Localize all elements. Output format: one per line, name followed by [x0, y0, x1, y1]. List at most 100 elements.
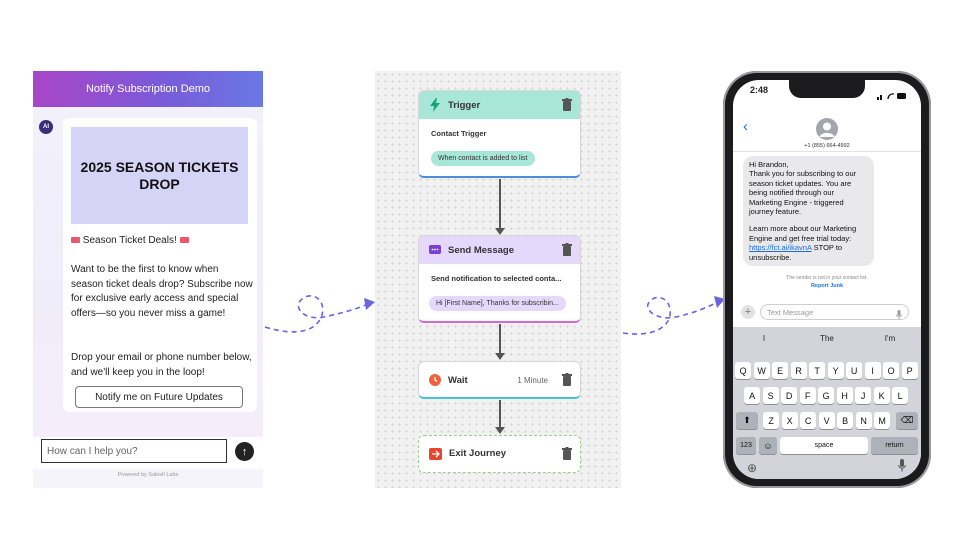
arrow-up-icon: ↑: [241, 445, 248, 458]
sms-body-2: Learn more about our Marketing Engine an…: [749, 224, 868, 262]
send-arrow-button[interactable]: ↑: [235, 442, 254, 461]
status-icons: [877, 87, 907, 100]
trigger-subtitle: Contact Trigger: [431, 129, 487, 138]
key-i[interactable]: I: [864, 362, 881, 379]
wait-title: Wait: [448, 374, 468, 386]
trigger-header: Trigger: [419, 91, 580, 119]
message-icon: [429, 245, 441, 254]
divider: [733, 151, 921, 152]
key-d[interactable]: D: [781, 387, 798, 404]
emoji-icon: ☺: [763, 440, 773, 451]
key-f[interactable]: F: [799, 387, 816, 404]
status-time: 2:48: [750, 85, 769, 95]
key-l[interactable]: L: [892, 387, 909, 404]
return-key[interactable]: return: [871, 437, 918, 454]
suggestion-1[interactable]: I: [762, 334, 766, 343]
exit-header: Exit Journey: [419, 436, 580, 471]
send-message-title: Send Message: [448, 244, 514, 256]
deals-heading: Season Ticket Deals!: [82, 235, 177, 246]
arrow-down-icon: [495, 353, 505, 360]
key-z[interactable]: Z: [763, 412, 780, 429]
lightning-icon: [430, 98, 440, 112]
wait-duration: 1 Minute: [517, 375, 548, 385]
sms-message-bubble: Hi Brandon, Thank you for subscribing to…: [743, 156, 874, 267]
key-v[interactable]: V: [818, 412, 835, 429]
exit-journey-node[interactable]: Exit Journey: [418, 435, 581, 473]
chat-input[interactable]: How can I help you?: [41, 439, 227, 463]
text-message-input[interactable]: Text Message: [760, 304, 909, 320]
key-o[interactable]: O: [883, 362, 900, 379]
iphone-mockup: 2:48 ‹ +1 (855) 664-4992 Hi Brandon, Tha…: [723, 71, 931, 488]
key-r[interactable]: R: [790, 362, 807, 379]
sms-link[interactable]: https://fct.ai/ikavnA: [749, 243, 812, 253]
key-w[interactable]: W: [753, 362, 770, 379]
key-t[interactable]: T: [809, 362, 826, 379]
chat-widget: Notify Subscription Demo AI 2025 SEASON …: [33, 71, 263, 488]
dictation-mic-icon[interactable]: [898, 459, 906, 477]
sms-body-1: Thank you for subscribing to our season …: [749, 169, 857, 217]
banner-line-2: DROP: [139, 175, 180, 192]
plus-icon[interactable]: +: [741, 305, 755, 319]
key-j[interactable]: J: [855, 387, 872, 404]
key-k[interactable]: K: [873, 387, 890, 404]
exit-title: Exit Journey: [449, 448, 507, 459]
key-y[interactable]: Y: [827, 362, 844, 379]
clock-icon: [429, 374, 441, 386]
key-s[interactable]: S: [762, 387, 779, 404]
send-message-node[interactable]: Send Message Send notification to select…: [418, 235, 581, 323]
key-c[interactable]: C: [800, 412, 817, 429]
contact-number: +1 (855) 664-4992: [804, 143, 850, 149]
trash-icon[interactable]: [562, 98, 572, 111]
globe-icon[interactable]: ⊕: [747, 461, 758, 475]
trigger-node[interactable]: Trigger Contact Trigger When contact is …: [418, 90, 581, 178]
shift-arrow-icon: ⬆: [743, 415, 751, 425]
key-h[interactable]: H: [836, 387, 853, 404]
trash-icon[interactable]: [562, 373, 572, 386]
send-message-subtitle: Send notification to selected conta...: [431, 274, 562, 283]
key-u[interactable]: U: [846, 362, 863, 379]
chat-message-bubble: 2025 SEASON TICKETS DROP Season Ticket D…: [63, 118, 257, 412]
contact-avatar[interactable]: [816, 118, 838, 140]
numbers-key[interactable]: 123: [736, 437, 756, 454]
key-m[interactable]: M: [874, 412, 891, 429]
sms-body-2-post: STOP to unsubscribe.: [749, 243, 843, 262]
key-g[interactable]: G: [818, 387, 835, 404]
ticket-icon: [179, 237, 189, 244]
trigger-title: Trigger: [448, 99, 481, 111]
suggestion-3[interactable]: I'm: [884, 334, 896, 343]
wait-header: Wait 1 Minute: [419, 362, 580, 397]
microphone-glyph: [898, 459, 906, 472]
message-paragraph-2: Drop your email or phone number below, a…: [71, 352, 252, 378]
chat-input-row: How can I help you? ↑: [33, 437, 263, 469]
sender-notice: The sender is not in your contact list.: [786, 275, 868, 281]
key-p[interactable]: P: [901, 362, 918, 379]
space-key[interactable]: space: [780, 437, 868, 454]
trash-icon[interactable]: [562, 243, 572, 256]
banner-line-1: 2025 SEASON TICKETS: [80, 158, 239, 175]
arrow-down-icon: [495, 228, 505, 235]
trash-icon[interactable]: [562, 447, 572, 460]
key-a[interactable]: A: [744, 387, 761, 404]
back-chevron-icon[interactable]: ‹: [743, 118, 748, 135]
mic-icon[interactable]: [896, 307, 902, 320]
send-message-header: Send Message: [419, 236, 580, 264]
trigger-condition-pill: When contact is added to list: [431, 151, 535, 166]
wait-node[interactable]: Wait 1 Minute: [418, 361, 581, 399]
notify-future-updates-button[interactable]: Notify me on Future Updates: [75, 386, 243, 408]
key-n[interactable]: N: [855, 412, 872, 429]
key-e[interactable]: E: [772, 362, 789, 379]
emoji-key[interactable]: ☺: [759, 437, 777, 454]
backspace-key[interactable]: ⌫: [896, 412, 918, 429]
arrow-down-icon: [495, 427, 505, 434]
dashed-arrow-connector: [622, 296, 725, 335]
message-preview-pill: Hi [First Name], Thanks for subscribin..…: [429, 296, 566, 311]
key-b[interactable]: B: [837, 412, 854, 429]
report-junk-link[interactable]: Report Junk: [810, 283, 844, 289]
sms-greeting: Hi Brandon,: [749, 160, 789, 169]
exit-arrow-icon: [429, 447, 442, 460]
suggestion-2[interactable]: The: [820, 334, 834, 343]
key-q[interactable]: Q: [735, 362, 752, 379]
flow-connector: [499, 179, 501, 229]
key-x[interactable]: X: [781, 412, 798, 429]
shift-key[interactable]: ⬆: [736, 412, 758, 429]
